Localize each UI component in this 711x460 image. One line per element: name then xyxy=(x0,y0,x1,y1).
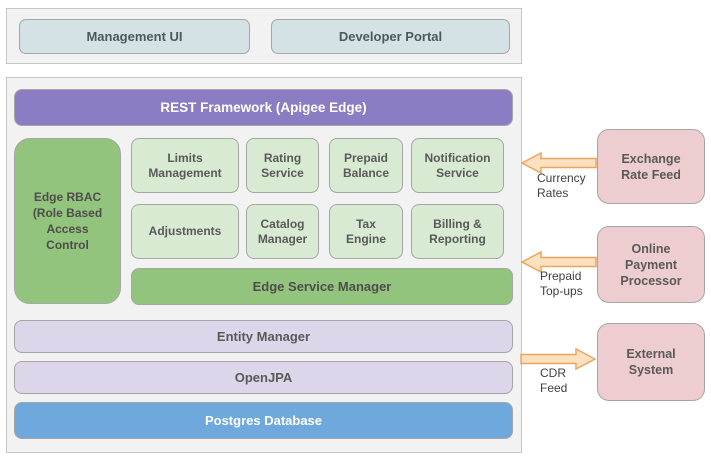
prepaid-topups-label: Prepaid Top-ups xyxy=(540,269,583,298)
developer-portal-box: Developer Portal xyxy=(271,19,510,54)
currency-rates-left-arrow-icon xyxy=(521,151,597,175)
edge-rbac-box: Edge RBAC (Role Based Access Control xyxy=(14,138,121,304)
edge-platform-panel: REST Framework (Apigee Edge) Edge RBAC (… xyxy=(6,77,522,453)
external-system-box: External System xyxy=(597,323,705,401)
service-box-adjustments: Adjustments xyxy=(131,204,239,259)
rest-framework-bar: REST Framework (Apigee Edge) xyxy=(14,89,513,126)
online-payment-processor-box: Online Payment Processor xyxy=(597,226,705,303)
management-ui-box: Management UI xyxy=(19,19,250,54)
exchange-rate-feed-box: Exchange Rate Feed xyxy=(597,129,705,204)
prepaid-topups-left-arrow-icon xyxy=(521,250,597,274)
service-box-rating-service: Rating Service xyxy=(246,138,319,193)
service-box-prepaid-balance: Prepaid Balance xyxy=(329,138,403,193)
entity-manager-bar: Entity Manager xyxy=(14,320,513,353)
openjpa-bar: OpenJPA xyxy=(14,361,513,394)
rbac-line: Access xyxy=(46,222,89,236)
currency-rates-label: Currency Rates xyxy=(537,171,586,200)
rbac-line: Control xyxy=(46,238,89,252)
postgres-database-bar: Postgres Database xyxy=(14,402,513,439)
service-box-billing-reporting: Billing & Reporting xyxy=(411,204,504,259)
rbac-line: Edge RBAC xyxy=(33,190,102,204)
rbac-line: (Role Based xyxy=(32,206,103,220)
service-box-notification-service: Notification Service xyxy=(411,138,504,193)
cdr-feed-label: CDR Feed xyxy=(540,366,568,395)
cdr-feed-right-arrow-icon xyxy=(520,347,596,371)
service-box-tax-engine: Tax Engine xyxy=(329,204,403,259)
service-box-catalog-manager: Catalog Manager xyxy=(246,204,319,259)
edge-service-manager-bar: Edge Service Manager xyxy=(131,268,513,305)
client-layer-panel: Management UI Developer Portal xyxy=(6,8,522,64)
service-box-limits-management: Limits Management xyxy=(131,138,239,193)
